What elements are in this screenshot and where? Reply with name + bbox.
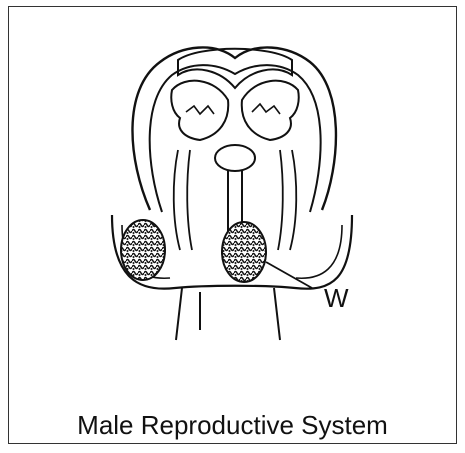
penis <box>176 288 280 340</box>
sperm-duct-right <box>278 150 296 250</box>
outer-body-outline <box>132 47 335 210</box>
testis-left <box>121 220 165 280</box>
upper-organ <box>178 49 292 88</box>
diagram-caption: Male Reproductive System <box>0 410 465 441</box>
vesicle-folds <box>186 104 280 114</box>
label-w: W <box>324 283 349 314</box>
label-w-pointer <box>266 262 312 288</box>
prostate <box>215 145 255 171</box>
seminal-vesicle-left <box>171 81 228 140</box>
sperm-duct-left <box>174 150 192 250</box>
seminal-vesicle-right <box>242 81 299 140</box>
testis-right <box>222 222 266 282</box>
